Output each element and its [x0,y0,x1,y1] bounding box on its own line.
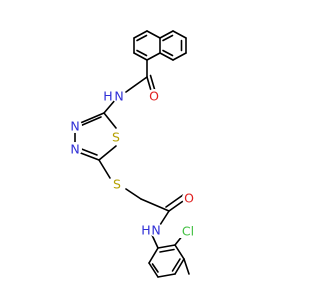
bond [171,258,181,272]
atom-background [68,142,82,156]
bond [98,145,117,161]
bond [157,244,176,249]
bond [162,34,174,42]
bond [77,112,105,125]
nitrogen-atom-label: N [151,223,160,238]
atom-background [149,223,163,237]
bond [146,52,161,61]
bond [172,52,187,61]
bond [159,210,170,226]
bond [136,34,148,42]
molecule-structure: O N H N N S S O N H Cl [68,30,197,278]
bond [78,147,98,156]
nitrogen-atom-label: N [70,142,79,157]
bond [172,30,187,39]
bond [148,247,159,264]
bond [103,98,117,114]
hydrogen-atom-label: H [141,223,150,238]
bond [159,248,175,253]
chlorine-atom-label: Cl [182,224,194,239]
bond [136,49,148,57]
bond [165,194,184,208]
atom-background [182,191,196,205]
bond [148,262,159,278]
atom-background [112,89,126,103]
bond [146,30,161,39]
bond [183,258,190,275]
sulfur-atom-label: S [113,177,121,192]
bond [125,188,142,200]
bonds [74,30,190,278]
sulfur-atom-label: S [112,130,120,145]
molecule-diagram: O N H N N S S O N H Cl [68,30,197,278]
atom-labels: O N H N N S S O N H Cl [68,89,197,239]
bond [162,49,174,57]
oxygen-atom-label: O [149,89,159,104]
atom-background [179,224,197,238]
bond [103,112,117,129]
oxygen-atom-label: O [184,191,194,206]
bond [151,263,159,273]
bond [159,52,174,61]
bond [159,30,174,39]
atom-background [109,130,123,144]
bond [174,258,185,275]
hydrogen-atom-label: H [103,89,112,104]
atom-background [147,89,161,103]
bond [140,198,170,212]
nitrogen-atom-label: N [70,119,79,134]
bond [133,52,148,61]
bond [79,116,102,127]
atom-background [110,177,124,191]
bond [157,273,176,278]
bond [174,244,185,260]
bond [133,30,148,39]
atom-background [68,119,82,133]
bond [151,234,159,249]
nitrogen-atom-label: N [114,89,123,104]
bond [98,159,111,179]
bond [125,76,148,93]
bond [77,151,100,161]
